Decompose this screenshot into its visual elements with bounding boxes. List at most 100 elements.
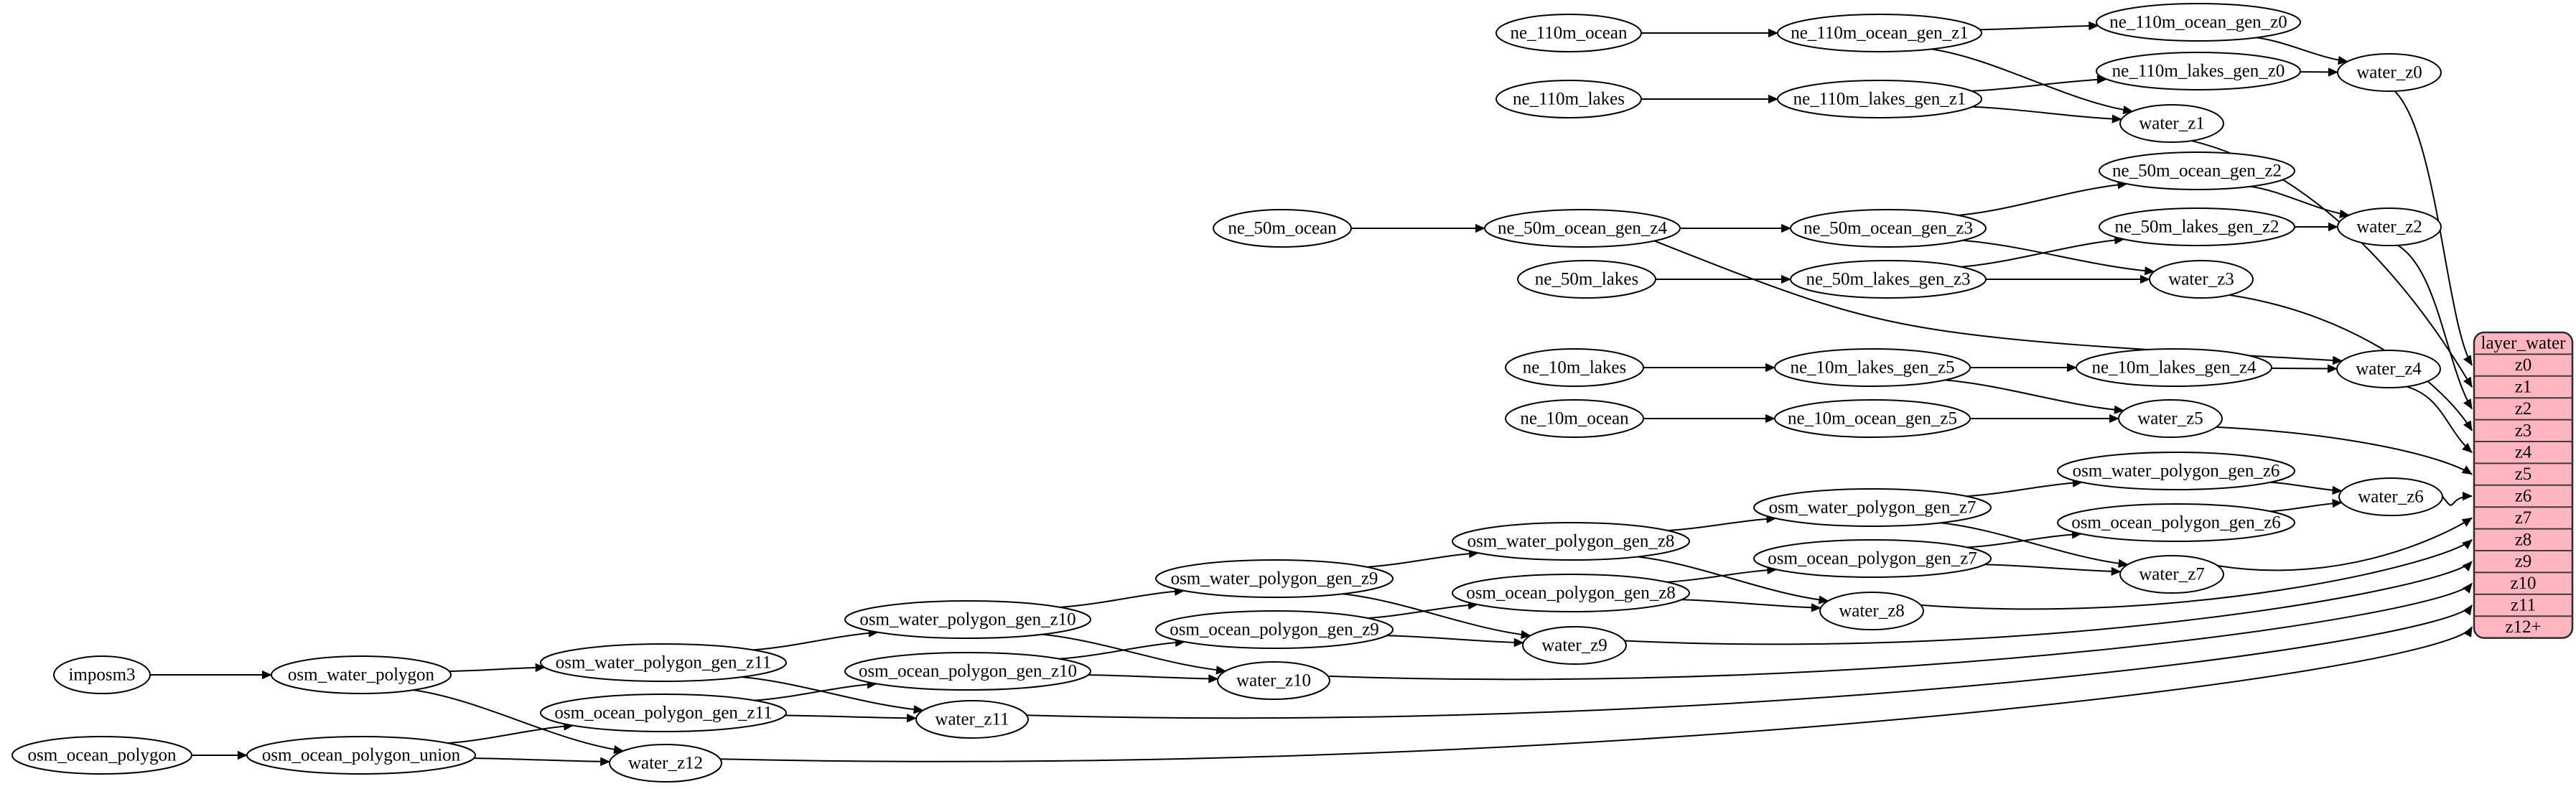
node-label-osm_ocean_polygon_gen_z11: osm_ocean_polygon_gen_z11 (554, 704, 772, 723)
layer-water-row-z12+: z12+ (2505, 617, 2541, 637)
node-ellipse-osm_ocean_polygon_union (246, 736, 476, 775)
node-ellipse-water_z4 (2336, 350, 2441, 388)
node-ellipse-ne_10m_lakes_gen_z5 (1774, 348, 1971, 387)
edge-water_z8-to-z8 (1921, 539, 2473, 610)
edge-ne_50m_ocean_gen_z3-to-ne_50m_ocean_gen_z2 (1958, 180, 2128, 216)
layer-water-row-z11: z11 (2511, 596, 2536, 615)
edge-osm_water_polygon_gen_z10-to-water_z10 (1042, 633, 1227, 675)
edge-water_z12-to-z12+ (720, 626, 2473, 762)
edge-ne_50m_ocean_gen_z3-to-water_z3 (1962, 239, 2155, 276)
node-osm_ocean_polygon_gen_z10: osm_ocean_polygon_gen_z10 (844, 652, 1091, 691)
node-label-ne_110m_lakes_gen_z1: ne_110m_lakes_gen_z1 (1793, 90, 1966, 109)
node-water_z2: water_z2 (2337, 207, 2442, 246)
node-label-ne_10m_lakes_gen_z5: ne_10m_lakes_gen_z5 (1790, 358, 1954, 378)
node-ne_110m_lakes_gen_z0: ne_110m_lakes_gen_z0 (2096, 52, 2301, 90)
node-water_z11: water_z11 (915, 700, 1029, 739)
node-ne_110m_lakes_gen_z1: ne_110m_lakes_gen_z1 (1777, 80, 1982, 118)
node-ellipse-osm_ocean_polygon_gen_z6 (2057, 503, 2295, 542)
node-ellipse-osm_water_polygon_gen_z9 (1155, 559, 1394, 598)
node-label-water_z5: water_z5 (2137, 409, 2203, 429)
node-ellipse-ne_10m_lakes_gen_z4 (2076, 348, 2272, 387)
node-water_z6: water_z6 (2338, 477, 2443, 516)
node-ellipse-osm_water_polygon (271, 655, 452, 694)
edge-osm_water_polygon_gen_z8-to-osm_water_polygon_gen_z7 (1667, 514, 1777, 531)
layer-water-row-z2: z2 (2515, 399, 2532, 419)
edge-osm_water_polygon_gen_z6-to-water_z6 (2270, 481, 2343, 495)
node-ne_110m_ocean_gen_z0: ne_110m_ocean_gen_z0 (2096, 3, 2301, 42)
node-ne_50m_lakes_gen_z3: ne_50m_lakes_gen_z3 (1790, 260, 1987, 299)
edge-water_z2-to-z2 (2397, 244, 2473, 410)
node-ne_50m_ocean_gen_z3: ne_50m_ocean_gen_z3 (1790, 209, 1987, 248)
node-ellipse-ne_110m_lakes_gen_z0 (2096, 52, 2301, 90)
node-osm_water_polygon: osm_water_polygon (271, 655, 452, 694)
node-label-osm_water_polygon_gen_z10: osm_water_polygon_gen_z10 (859, 610, 1075, 630)
node-label-water_z2: water_z2 (2356, 218, 2422, 237)
edge-osm_ocean_polygon_gen_z11-to-water_z11 (785, 714, 918, 723)
node-ne_50m_ocean_gen_z2: ne_50m_ocean_gen_z2 (2099, 151, 2295, 190)
node-ellipse-ne_50m_ocean_gen_z2 (2099, 151, 2295, 190)
edge-osm_ocean_polygon_gen_z11-to-osm_ocean_polygon_gen_z10 (755, 680, 877, 701)
edge-ne_110m_lakes_gen_z1-to-water_z1 (1972, 106, 2122, 123)
edge-osm_ocean_polygon_gen_z9-to-osm_ocean_polygon_gen_z8 (1367, 600, 1479, 619)
node-ellipse-water_z12 (609, 744, 722, 783)
node-osm_water_polygon_gen_z11: osm_water_polygon_gen_z11 (540, 643, 787, 682)
node-label-osm_water_polygon: osm_water_polygon (288, 666, 435, 685)
node-label-osm_ocean_polygon_gen_z7: osm_ocean_polygon_gen_z7 (1768, 549, 1977, 569)
node-ne_10m_lakes_gen_z4: ne_10m_lakes_gen_z4 (2076, 348, 2272, 387)
node-label-ne_10m_lakes_gen_z4: ne_10m_lakes_gen_z4 (2091, 358, 2257, 378)
node-label-osm_ocean_polygon_gen_z10: osm_ocean_polygon_gen_z10 (859, 662, 1077, 681)
layer-water-row-z10: z10 (2510, 574, 2536, 593)
layer-water-table-title: layer_water (2481, 334, 2567, 353)
edge-ne_50m_lakes_gen_z3-to-ne_50m_lakes_gen_z2 (1961, 235, 2125, 268)
node-ellipse-ne_110m_lakes_gen_z1 (1777, 80, 1982, 118)
node-label-ne_10m_lakes: ne_10m_lakes (1523, 358, 1626, 378)
edge-water_z7-to-z7 (2217, 517, 2473, 571)
node-ellipse-osm_ocean_polygon_gen_z10 (844, 652, 1091, 691)
edge-osm_ocean_polygon_gen_z7-to-water_z7 (1984, 564, 2122, 576)
node-water_z10: water_z10 (1217, 661, 1330, 700)
node-ne_10m_ocean: ne_10m_ocean (1505, 399, 1644, 438)
node-ellipse-water_z11 (915, 700, 1029, 739)
node-label-osm_water_polygon_gen_z7: osm_water_polygon_gen_z7 (1769, 498, 1977, 518)
edge-ne_10m_lakes_gen_z4-to-water_z4 (2271, 364, 2338, 373)
node-osm_water_polygon_gen_z7: osm_water_polygon_gen_z7 (1753, 488, 1992, 527)
node-label-ne_10m_ocean_gen_z5: ne_10m_ocean_gen_z5 (1788, 409, 1957, 429)
node-water_z5: water_z5 (2118, 399, 2223, 438)
edges-layer (150, 21, 2473, 766)
node-label-ne_50m_ocean_gen_z3: ne_50m_ocean_gen_z3 (1803, 219, 1973, 238)
node-ellipse-ne_50m_lakes_gen_z3 (1790, 260, 1987, 299)
node-label-ne_50m_ocean_gen_z2: ne_50m_ocean_gen_z2 (2112, 162, 2282, 181)
node-label-ne_50m_lakes_gen_z3: ne_50m_lakes_gen_z3 (1806, 270, 1970, 289)
node-label-water_z3: water_z3 (2168, 270, 2234, 289)
layer-water-row-z4: z4 (2515, 443, 2532, 462)
node-osm_ocean_polygon_union: osm_ocean_polygon_union (246, 736, 476, 775)
edge-osm_ocean_polygon_gen_z9-to-water_z9 (1386, 635, 1524, 648)
edge-water_z6-to-z6 (2442, 491, 2473, 506)
node-label-ne_110m_lakes_gen_z0: ne_110m_lakes_gen_z0 (2112, 62, 2285, 81)
node-label-osm_ocean_polygon: osm_ocean_polygon (28, 746, 177, 765)
layer-water-row-z6: z6 (2515, 487, 2532, 506)
node-label-water_z0: water_z0 (2356, 63, 2422, 83)
layer-water-table: layer_waterz0z1z2z3z4z5z6z7z8z9z10z11z12… (2473, 331, 2574, 639)
layer-water-row-z1: z1 (2515, 378, 2532, 397)
node-label-ne_110m_ocean: ne_110m_ocean (1511, 24, 1628, 43)
node-ne_50m_ocean: ne_50m_ocean (1213, 209, 1352, 248)
node-ellipse-water_z7 (2119, 555, 2224, 594)
node-ellipse-ne_10m_lakes (1505, 348, 1644, 387)
edge-ne_110m_ocean_gen_z1-to-water_z1 (1931, 48, 2134, 115)
node-ellipse-water_z8 (1819, 592, 1924, 630)
edge-osm_water_polygon_gen_z9-to-water_z9 (1343, 593, 1531, 640)
edge-osm_ocean_polygon_union-to-osm_ocean_polygon_gen_z11 (447, 722, 574, 744)
node-ellipse-ne_10m_ocean_gen_z5 (1774, 399, 1971, 438)
node-ellipse-osm_water_polygon_gen_z8 (1452, 522, 1690, 561)
node-ellipse-ne_110m_ocean_gen_z0 (2096, 3, 2301, 42)
table-layer: layer_waterz0z1z2z3z4z5z6z7z8z9z10z11z12… (2473, 331, 2574, 639)
node-ellipse-water_z0 (2337, 53, 2442, 92)
node-ellipse-ne_50m_lakes_gen_z2 (2099, 207, 2295, 246)
node-ellipse-osm_water_polygon_gen_z11 (540, 643, 787, 682)
node-ne_110m_ocean: ne_110m_ocean (1495, 14, 1642, 52)
node-ellipse-osm_water_polygon_gen_z6 (2057, 452, 2295, 490)
node-label-osm_water_polygon_gen_z6: osm_water_polygon_gen_z6 (2073, 462, 2280, 481)
